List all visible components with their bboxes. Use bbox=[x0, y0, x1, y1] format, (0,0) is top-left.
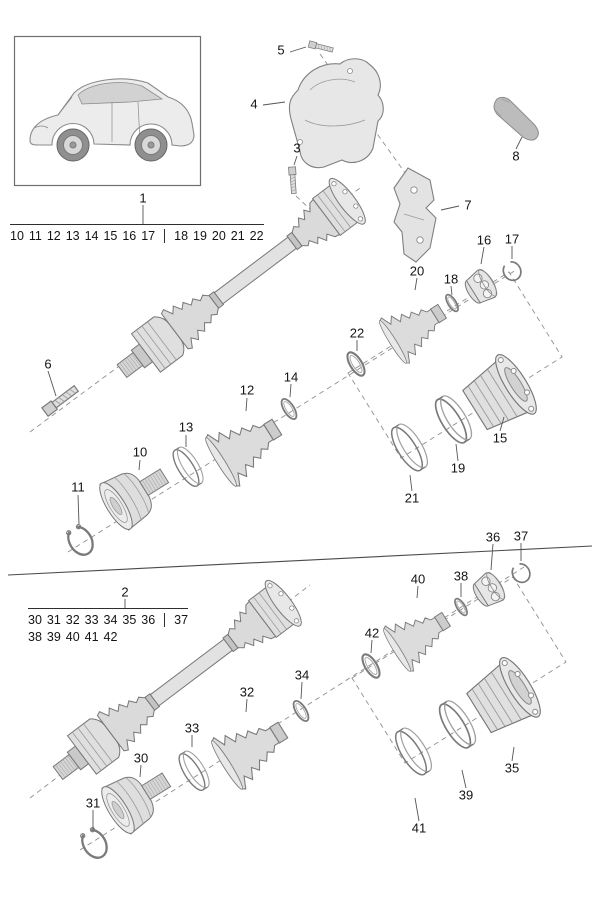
callout-1[interactable]: 1 bbox=[139, 190, 147, 206]
ball-cage-part-16 bbox=[460, 266, 502, 309]
callout-34[interactable]: 34 bbox=[294, 667, 310, 683]
clamp-part-33 bbox=[173, 746, 215, 795]
callout-39[interactable]: 39 bbox=[458, 787, 474, 803]
callout-19[interactable]: 19 bbox=[450, 460, 466, 476]
callout-17[interactable]: 17 bbox=[504, 231, 520, 247]
ref-group-b: 18 19 20 21 22 bbox=[164, 229, 264, 243]
heat-shield-part bbox=[288, 58, 384, 169]
cv-joint-part-30 bbox=[95, 756, 182, 839]
parts-ref-table-2: 30 31 32 33 34 35 36 38 39 40 41 42 37 bbox=[28, 608, 189, 644]
circlip-part-31 bbox=[76, 824, 113, 864]
bracket-part bbox=[393, 167, 437, 263]
callout-40[interactable]: 40 bbox=[410, 571, 426, 587]
callout-7[interactable]: 7 bbox=[464, 197, 472, 213]
circlip-part-37 bbox=[508, 560, 535, 587]
ball-cage-part-36 bbox=[468, 569, 510, 612]
bolt-part-5 bbox=[307, 40, 334, 54]
circlip-part-11 bbox=[62, 521, 99, 561]
bolt-part-3 bbox=[288, 166, 298, 195]
callout-3[interactable]: 3 bbox=[293, 140, 301, 156]
grease-pack-part bbox=[493, 96, 539, 141]
cv-boot-part-32 bbox=[207, 703, 300, 794]
ring-part-34 bbox=[289, 697, 313, 725]
callout-42[interactable]: 42 bbox=[364, 625, 380, 641]
callout-10[interactable]: 10 bbox=[132, 444, 148, 460]
ring-part-18 bbox=[442, 291, 462, 315]
cv-boot-part-12 bbox=[201, 400, 294, 491]
callout-37[interactable]: 37 bbox=[513, 528, 529, 544]
callout-2[interactable]: 2 bbox=[121, 584, 129, 600]
band-clamp-part-21 bbox=[385, 419, 434, 476]
callout-22[interactable]: 22 bbox=[349, 325, 365, 341]
callout-30[interactable]: 30 bbox=[133, 750, 149, 766]
section-divider bbox=[7, 545, 593, 576]
callout-6[interactable]: 6 bbox=[44, 356, 52, 372]
ring-part-22 bbox=[343, 348, 369, 380]
vehicle-wheels bbox=[56, 128, 168, 162]
vehicle-thumbnail bbox=[13, 35, 202, 187]
callout-4[interactable]: 4 bbox=[250, 96, 258, 112]
callout-31[interactable]: 31 bbox=[85, 795, 101, 811]
cv-boot-part-40 bbox=[379, 596, 461, 675]
callout-32[interactable]: 32 bbox=[239, 684, 255, 700]
callout-14[interactable]: 14 bbox=[283, 369, 299, 385]
callout-20[interactable]: 20 bbox=[409, 263, 425, 279]
callout-35[interactable]: 35 bbox=[504, 760, 520, 776]
clamp-part-13 bbox=[167, 442, 209, 491]
cv-boot-part-20 bbox=[375, 288, 457, 367]
cv-joint-part-10 bbox=[93, 452, 180, 535]
callout-13[interactable]: 13 bbox=[178, 419, 194, 435]
drive-shaft-1 bbox=[104, 173, 371, 394]
callout-15[interactable]: 15 bbox=[492, 430, 508, 446]
callout-12[interactable]: 12 bbox=[239, 382, 255, 398]
parts-ref-table-1: 10 11 12 13 14 15 16 17 18 19 20 21 22 bbox=[10, 224, 264, 243]
callout-21[interactable]: 21 bbox=[404, 490, 420, 506]
circlip-part-17 bbox=[499, 258, 526, 285]
callout-5[interactable]: 5 bbox=[277, 42, 285, 58]
vehicle-illustration bbox=[29, 78, 195, 147]
callout-18[interactable]: 18 bbox=[443, 271, 459, 287]
leader-lines bbox=[47, 46, 523, 829]
callout-16[interactable]: 16 bbox=[476, 232, 492, 248]
callout-33[interactable]: 33 bbox=[184, 720, 200, 736]
callout-36[interactable]: 36 bbox=[485, 529, 501, 545]
ref-group-b: 37 bbox=[164, 613, 188, 627]
bolt-part-6 bbox=[41, 383, 80, 417]
ref-group-a: 10 11 12 13 14 15 16 17 bbox=[10, 229, 156, 243]
callout-11[interactable]: 11 bbox=[71, 479, 85, 495]
band-clamp-part-41 bbox=[389, 723, 438, 780]
callout-41[interactable]: 41 bbox=[411, 820, 427, 836]
callout-8[interactable]: 8 bbox=[512, 148, 520, 164]
callout-38[interactable]: 38 bbox=[453, 568, 469, 584]
ref-group-c: 38 39 40 41 42 bbox=[28, 630, 118, 644]
ref-group-a: 30 31 32 33 34 35 36 bbox=[28, 613, 156, 627]
